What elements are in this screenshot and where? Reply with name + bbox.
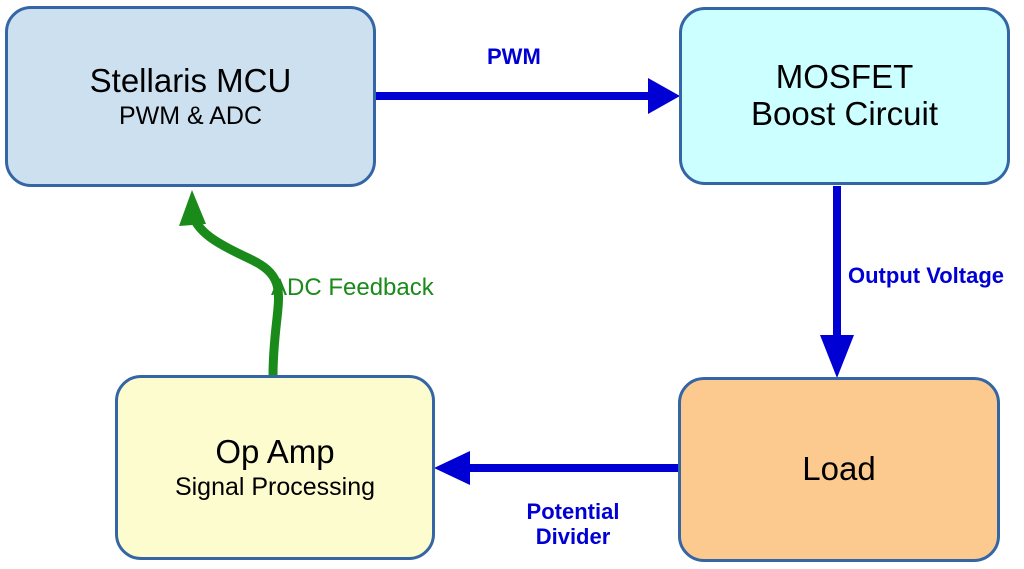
connector-label-pwm: PWM	[487, 44, 541, 69]
block-subtitle: Boost Circuit	[750, 95, 939, 132]
block-title: Load	[802, 450, 876, 488]
block-subtitle: Signal Processing	[174, 472, 376, 501]
connector-potential-divider	[434, 451, 679, 485]
block-mosfet-boost-circuit[interactable]: MOSFET Boost Circuit	[679, 7, 1010, 185]
connector-label-output-voltage: Output Voltage	[848, 263, 1005, 288]
block-load[interactable]: Load	[678, 377, 1000, 562]
potential-divider-arrowhead	[434, 451, 470, 485]
output-voltage-arrowhead	[820, 335, 854, 378]
adc-feedback-arrowhead	[179, 190, 206, 226]
adc-feedback-curve	[187, 210, 283, 377]
block-title: Stellaris MCU	[89, 62, 292, 100]
block-subtitle: PWM & ADC	[118, 101, 263, 130]
connector-pwm	[375, 78, 680, 114]
block-stellaris-mcu[interactable]: Stellaris MCU PWM & ADC	[5, 6, 376, 187]
connector-label-line-1: Potential	[526, 499, 620, 524]
connector-label-adc-feedback: ADC Feedback	[271, 274, 434, 301]
pwm-arrowhead	[648, 78, 680, 114]
block-title: Op Amp	[215, 433, 335, 471]
connector-label-line-2: Divider	[535, 523, 611, 549]
connector-label-potential-divider: Potential Divider	[513, 499, 633, 549]
block-title: MOSFET	[775, 58, 914, 96]
connector-adc-feedback	[179, 190, 283, 377]
block-op-amp[interactable]: Op Amp Signal Processing	[115, 375, 435, 560]
